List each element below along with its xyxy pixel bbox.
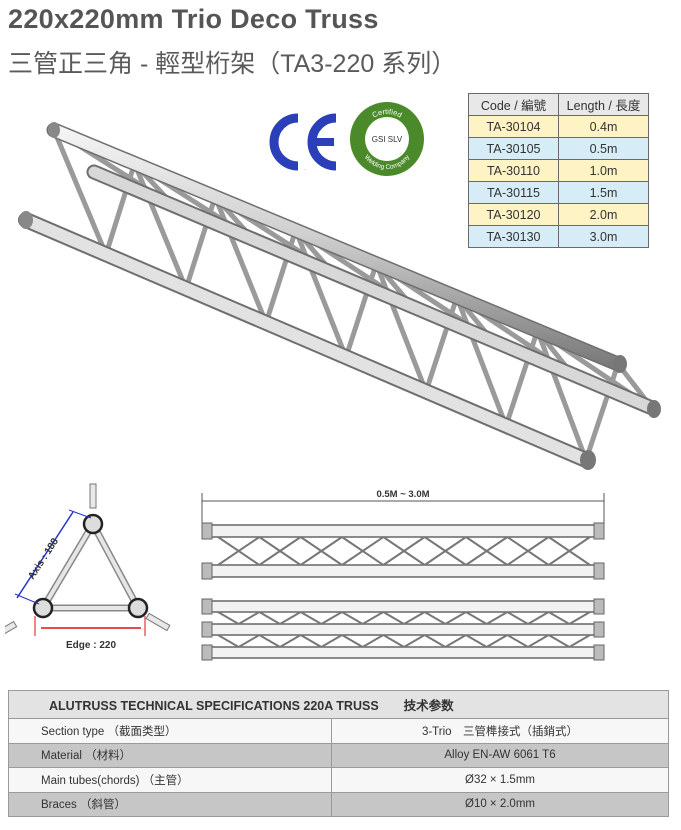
side-brace — [486, 634, 508, 648]
side-brace — [444, 634, 467, 648]
length-cell: 0.5m — [558, 137, 649, 160]
side-brace — [382, 634, 405, 648]
product-subtitle: 三管正三角 - 輕型桁架（TA3-220 系列） — [8, 50, 457, 78]
side-brace — [217, 611, 240, 625]
side-brace — [238, 611, 260, 625]
side-brace — [506, 634, 529, 648]
spec-label: Main tubes(chords) （主管） — [8, 767, 332, 793]
side-brace — [279, 611, 302, 625]
code-table-header: Code / 編號 Length / 長度 — [468, 93, 649, 116]
spec-value: 3-Trio 三管榫接式（插銷式） — [331, 718, 669, 744]
side-brace — [382, 536, 426, 566]
table-row: Material （材料） Alloy EN-AW 6061 T6 — [8, 742, 669, 768]
length-range-label: 0.5M ~ 3.0M — [376, 489, 429, 500]
product-title: 220x220mm Trio Deco Truss — [8, 4, 379, 34]
ce-mark-icon: CE — [269, 113, 337, 171]
cross-section-diagram: Axis : 188 Edge : 220 — [5, 483, 171, 651]
side-brace — [527, 634, 550, 648]
code-cell: TA-30130 — [468, 225, 559, 248]
side-brace — [341, 536, 384, 566]
table-row: Section type （截面类型） 3-Trio 三管榫接式（插銷式） — [8, 718, 669, 744]
side-brace — [506, 611, 529, 625]
side-brace — [424, 536, 467, 566]
truss-brace — [373, 261, 429, 394]
side-brace — [548, 611, 570, 625]
side-brace — [320, 611, 343, 625]
side-brace — [300, 634, 322, 648]
side-brace — [217, 536, 260, 566]
length-cell: 3.0m — [558, 225, 649, 248]
code-cell: TA-30115 — [468, 181, 559, 204]
side-brace — [341, 634, 364, 648]
side-brace — [382, 611, 405, 625]
side-brace — [506, 536, 550, 566]
edge-label: Edge : 220 — [66, 640, 116, 651]
truss-brace — [212, 194, 269, 326]
side-brace — [444, 611, 467, 625]
side-brace — [258, 634, 281, 648]
badge-center-text: GSI SLV — [372, 135, 403, 144]
truss-brace — [51, 127, 109, 257]
table-row: Main tubes(chords) （主管） Ø32 × 1.5mm — [8, 767, 669, 793]
side-brace — [568, 611, 591, 625]
side-view-diagram: 0.5M ~ 3.0M — [201, 489, 605, 661]
gsi-slv-badge-icon: Certified Welding Company GSI SLV — [350, 102, 424, 176]
side-brace — [424, 611, 446, 625]
spec-title: ALUTRUSS TECHNICAL SPECIFICATIONS 220A T… — [8, 690, 669, 719]
truss-brace — [534, 328, 589, 463]
spec-value: Alloy EN-AW 6061 T6 — [331, 742, 669, 768]
spec-label: Section type （截面类型） — [8, 718, 332, 744]
side-brace — [258, 611, 281, 625]
side-brace — [300, 536, 343, 566]
truss-brace — [293, 227, 349, 360]
code-cell: TA-30104 — [468, 115, 559, 138]
technical-specifications-table: ALUTRUSS TECHNICAL SPECIFICATIONS 220A T… — [8, 690, 669, 817]
axis-label: Axis : 188 — [26, 536, 61, 582]
side-brace — [320, 634, 343, 648]
side-brace — [548, 536, 591, 566]
side-brace — [341, 611, 364, 625]
side-brace — [403, 634, 426, 648]
code-cell: TA-30120 — [468, 203, 559, 226]
ce-mark-label: CE — [304, 169, 306, 171]
side-brace — [465, 634, 488, 648]
spec-label: Material （材料） — [8, 742, 332, 768]
badge-top-text: Certified — [371, 107, 404, 120]
side-brace — [568, 634, 591, 648]
side-brace — [217, 634, 240, 648]
truss-brace — [454, 294, 509, 429]
length-cell: 1.5m — [558, 181, 649, 204]
side-brace — [548, 634, 570, 648]
spec-title-row: ALUTRUSS TECHNICAL SPECIFICATIONS 220A T… — [8, 690, 669, 719]
table-row: Braces （斜管） Ø10 × 2.0mm — [8, 791, 669, 817]
side-brace — [403, 611, 426, 625]
truss-3d-illustration — [18, 122, 661, 470]
length-cell: 2.0m — [558, 203, 649, 226]
side-brace — [465, 611, 488, 625]
side-brace — [362, 611, 384, 625]
side-brace — [238, 634, 260, 648]
truss-brace — [132, 160, 189, 292]
spec-value: Ø32 × 1.5mm — [331, 767, 669, 793]
side-brace — [300, 611, 322, 625]
length-cell: 1.0m — [558, 159, 649, 182]
side-brace — [279, 634, 302, 648]
side-brace — [486, 611, 508, 625]
side-brace — [527, 611, 550, 625]
length-header: Length / 長度 — [558, 93, 649, 116]
spec-value: Ø10 × 2.0mm — [331, 791, 669, 817]
spec-label: Braces （斜管） — [8, 791, 332, 817]
side-brace — [424, 634, 446, 648]
side-brace — [258, 536, 302, 566]
side-brace — [465, 536, 508, 566]
side-brace — [362, 634, 384, 648]
length-cell: 0.4m — [558, 115, 649, 138]
